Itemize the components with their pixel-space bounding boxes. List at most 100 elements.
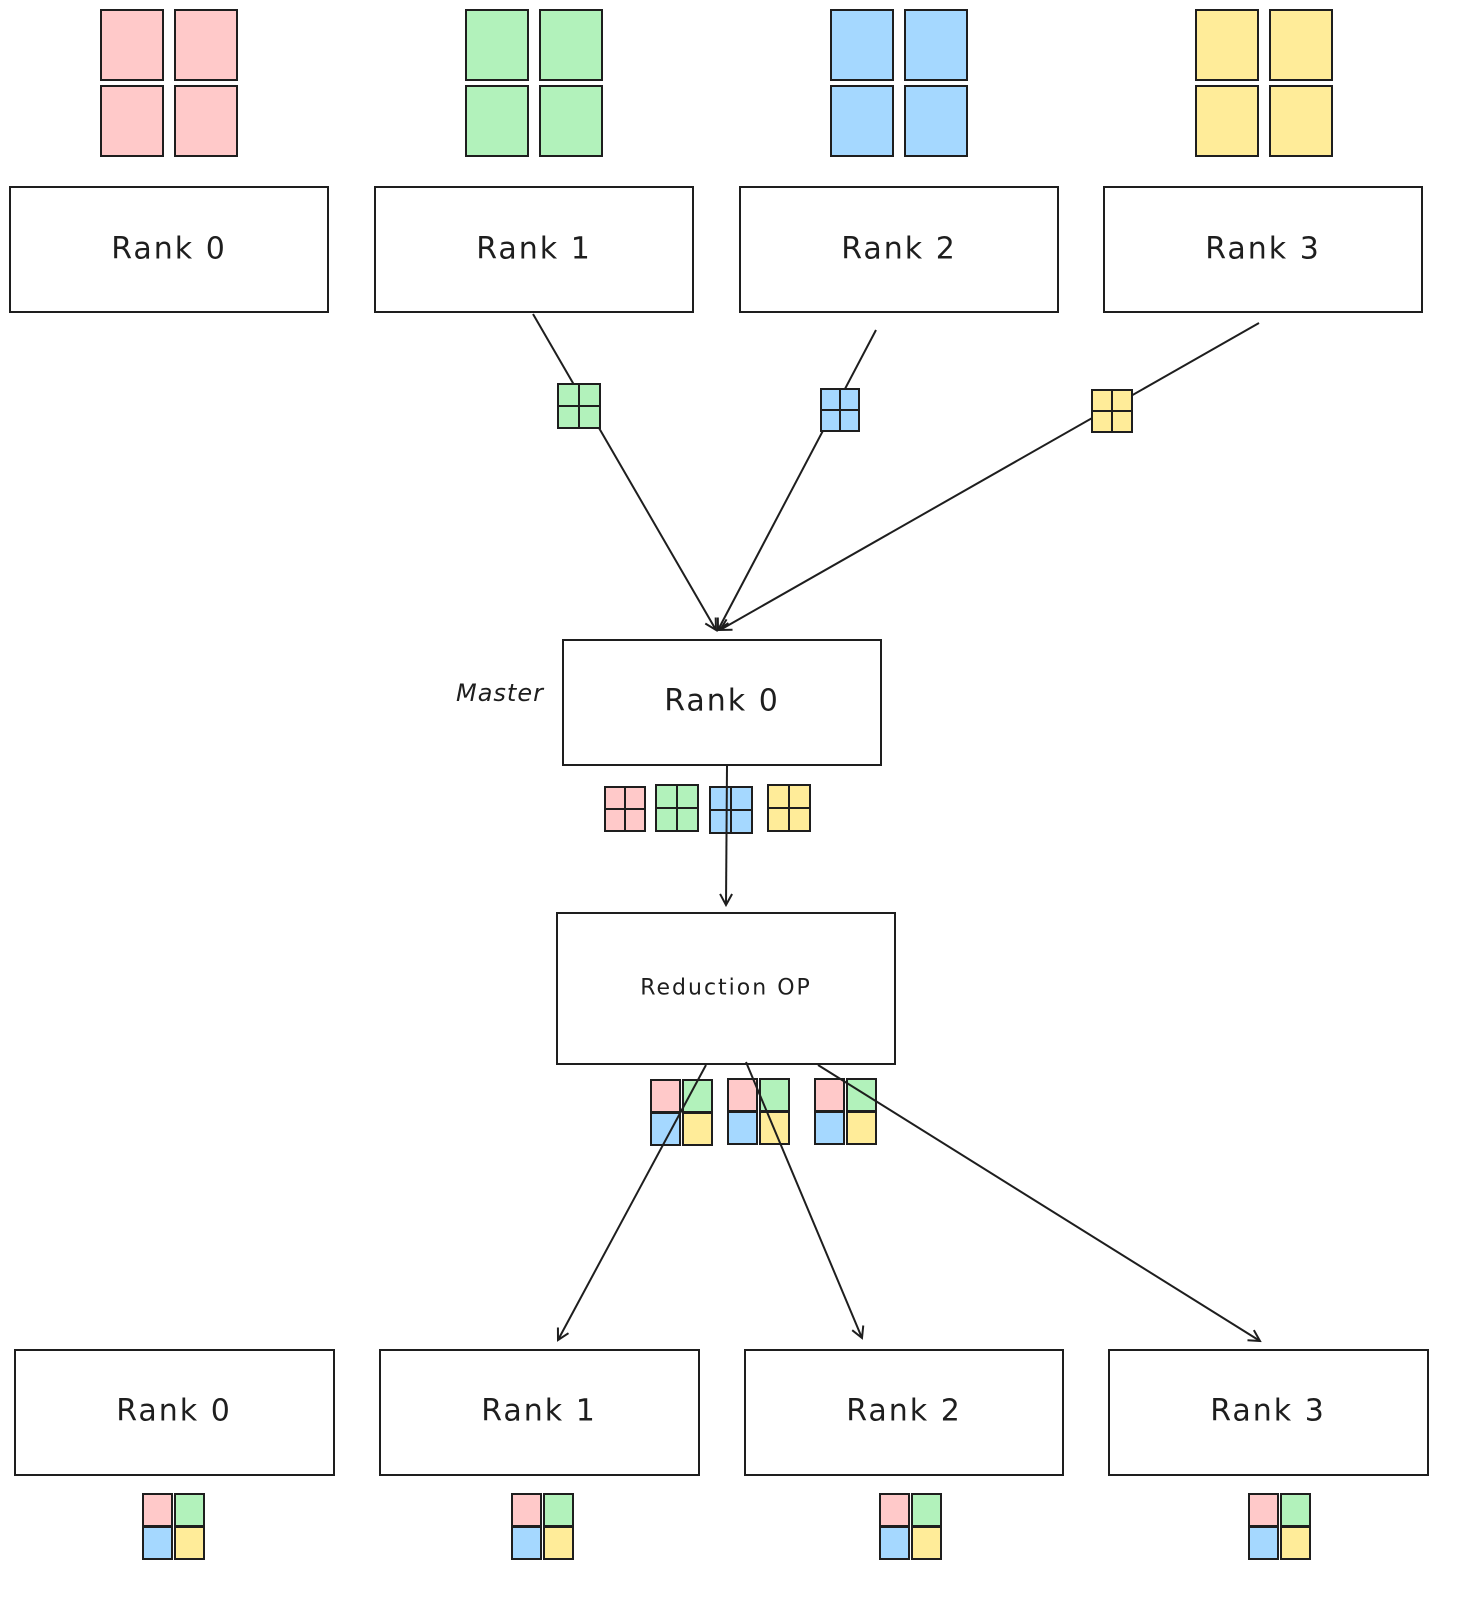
top-rank-1-label: Rank 1 xyxy=(476,232,592,267)
chunk-cell-yellow xyxy=(1091,410,1113,433)
data-cell-green xyxy=(539,85,603,157)
result-cell-red xyxy=(814,1078,845,1112)
chunk-cell-yellow xyxy=(1111,410,1133,433)
bottom-rank-1-label: Rank 1 xyxy=(481,1394,597,1429)
data-cell-green xyxy=(465,9,529,81)
arrow-rank-1-to-master xyxy=(532,313,716,630)
chunk-from-rank-1 xyxy=(557,383,601,429)
result-cell-yellow xyxy=(846,1111,877,1145)
chunk-cell-blue xyxy=(730,786,753,811)
chunk-cell-blue xyxy=(820,409,841,432)
chunk-cell-blue xyxy=(709,809,732,834)
top-rank-3-data-grid xyxy=(1195,9,1333,157)
result-cell-green xyxy=(846,1078,877,1112)
bottom-rank-0-box: Rank 0 xyxy=(14,1349,335,1476)
master-label: Master xyxy=(456,679,545,707)
reduced-result-chunk-3 xyxy=(814,1078,877,1145)
bottom-rank-0-result xyxy=(142,1493,205,1560)
chunk-cell-green xyxy=(557,383,580,407)
top-rank-3-label: Rank 3 xyxy=(1205,232,1321,267)
bottom-rank-3-result xyxy=(1248,1493,1311,1560)
data-cell-yellow xyxy=(1195,9,1259,81)
result-cell-blue xyxy=(511,1526,542,1560)
result-cell-red xyxy=(727,1078,758,1112)
chunk-cell-red xyxy=(624,808,646,832)
result-cell-red xyxy=(1248,1493,1279,1527)
result-cell-blue xyxy=(1248,1526,1279,1560)
result-cell-red xyxy=(511,1493,542,1527)
result-cell-blue xyxy=(727,1111,758,1145)
result-cell-yellow xyxy=(1280,1526,1311,1560)
chunk-from-rank-3 xyxy=(1091,389,1133,433)
reduction-op-label: Reduction OP xyxy=(640,976,812,1001)
chunk-cell-yellow xyxy=(767,807,790,832)
top-rank-0-data-grid xyxy=(100,9,238,157)
result-cell-blue xyxy=(142,1526,173,1560)
chunk-cell-green xyxy=(578,383,601,407)
bottom-rank-1-box: Rank 1 xyxy=(379,1349,700,1476)
arrow-rank-2-to-master xyxy=(718,329,877,630)
result-cell-green xyxy=(682,1079,713,1113)
bottom-rank-0-label: Rank 0 xyxy=(116,1394,232,1429)
top-rank-3-box: Rank 3 xyxy=(1103,186,1423,313)
master-rank-label: Rank 0 xyxy=(664,684,780,719)
result-cell-red xyxy=(879,1493,910,1527)
chunk-cell-green xyxy=(655,784,678,809)
chunk-cell-green xyxy=(676,784,699,809)
top-rank-2-box: Rank 2 xyxy=(739,186,1059,313)
chunk-cell-yellow xyxy=(1111,389,1133,412)
result-cell-green xyxy=(543,1493,574,1527)
data-cell-yellow xyxy=(1269,85,1333,157)
bottom-rank-2-result xyxy=(879,1493,942,1560)
top-rank-2-data-grid xyxy=(830,9,968,157)
top-rank-1-box: Rank 1 xyxy=(374,186,694,313)
data-cell-red xyxy=(100,9,164,81)
data-cell-blue xyxy=(830,85,894,157)
top-rank-2-label: Rank 2 xyxy=(841,232,957,267)
chunk-cell-blue xyxy=(820,388,841,411)
chunk-cell-red xyxy=(604,786,626,810)
data-cell-blue xyxy=(830,9,894,81)
bottom-rank-2-box: Rank 2 xyxy=(744,1349,1064,1476)
result-cell-red xyxy=(650,1079,681,1113)
data-cell-red xyxy=(174,85,238,157)
chunk-cell-blue xyxy=(839,388,860,411)
gathered-chunk-green xyxy=(655,784,699,832)
top-rank-0-box: Rank 0 xyxy=(9,186,329,313)
bottom-rank-3-box: Rank 3 xyxy=(1108,1349,1429,1476)
gathered-chunk-red xyxy=(604,786,646,832)
result-cell-blue xyxy=(814,1111,845,1145)
result-cell-green xyxy=(174,1493,205,1527)
result-cell-yellow xyxy=(682,1112,713,1146)
chunk-cell-red xyxy=(624,786,646,810)
chunk-cell-red xyxy=(604,808,626,832)
bottom-rank-2-label: Rank 2 xyxy=(846,1394,962,1429)
chunk-cell-yellow xyxy=(767,784,790,809)
top-rank-1-data-grid xyxy=(465,9,603,157)
reduced-result-chunk-2 xyxy=(727,1078,790,1145)
chunk-cell-blue xyxy=(709,786,732,811)
data-cell-yellow xyxy=(1269,9,1333,81)
result-cell-red xyxy=(142,1493,173,1527)
reduction-op-box: Reduction OP xyxy=(556,912,896,1065)
chunk-from-rank-2 xyxy=(820,388,860,432)
result-cell-green xyxy=(911,1493,942,1527)
chunk-cell-green xyxy=(676,807,699,832)
gathered-chunk-yellow xyxy=(767,784,811,832)
data-cell-green xyxy=(539,9,603,81)
result-cell-green xyxy=(1280,1493,1311,1527)
top-rank-0-label: Rank 0 xyxy=(111,232,227,267)
result-cell-yellow xyxy=(911,1526,942,1560)
reduced-result-chunk-1 xyxy=(650,1079,713,1146)
chunk-cell-green xyxy=(557,405,580,429)
chunk-cell-blue xyxy=(730,809,753,834)
arrow-reduction-to-rank-1 xyxy=(558,1064,707,1340)
chunk-cell-blue xyxy=(839,409,860,432)
bottom-rank-1-result xyxy=(511,1493,574,1560)
arrow-master-to-reduction xyxy=(726,765,727,905)
data-cell-blue xyxy=(904,85,968,157)
arrow-rank-3-to-master xyxy=(720,322,1260,630)
result-cell-yellow xyxy=(759,1111,790,1145)
data-cell-green xyxy=(465,85,529,157)
